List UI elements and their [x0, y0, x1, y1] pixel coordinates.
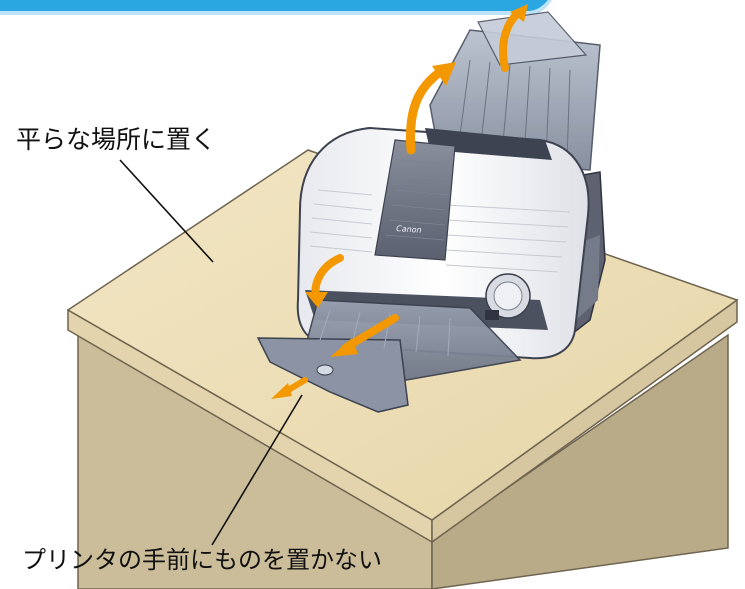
top-banner: [0, 0, 552, 15]
table-side: [431, 333, 729, 589]
leader-line: [119, 159, 303, 546]
orange-curved-arrow: [271, 4, 528, 399]
card-slot: [485, 310, 499, 320]
printer-logo: Canon: [396, 224, 422, 235]
label-keep-front-clear: プリンタの手前にものを置かない: [22, 546, 382, 574]
printer: Canon: [256, 11, 606, 413]
printer-center-panel: [374, 139, 456, 261]
label-flat-place: 平らな場所に置く: [16, 125, 217, 154]
tray-extension: [256, 337, 409, 413]
